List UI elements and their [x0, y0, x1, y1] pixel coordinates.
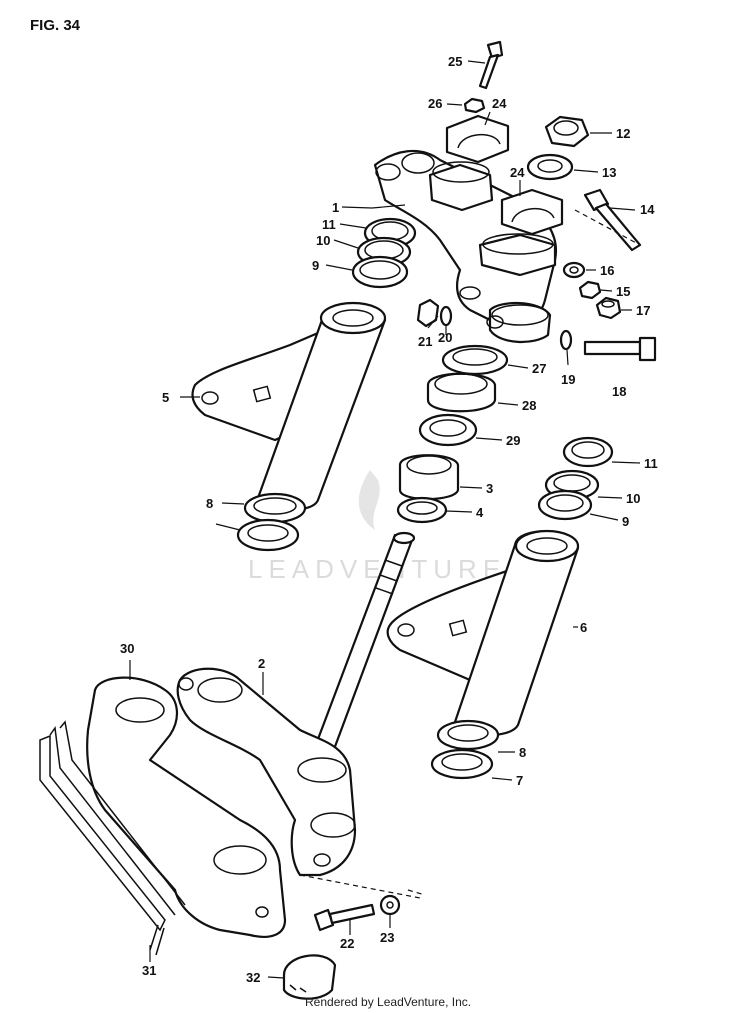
callout-9-right: 9	[622, 514, 629, 529]
ring-9-right[interactable]	[537, 489, 593, 521]
bolt-18[interactable]	[583, 336, 657, 362]
callout-19: 19	[561, 372, 575, 387]
callout-17: 17	[636, 303, 650, 318]
watermark: LEADVENTURE	[248, 470, 506, 584]
bearing-3[interactable]	[398, 454, 460, 500]
handlebar-clamp-lower[interactable]	[500, 188, 564, 236]
callout-24-mid: 24	[510, 165, 525, 180]
callout-20: 20	[438, 330, 452, 345]
callout-12: 12	[616, 126, 630, 141]
callout-29: 29	[506, 433, 520, 448]
alignment-line-14	[574, 209, 641, 246]
nut-21[interactable]	[416, 298, 440, 328]
callout-15: 15	[616, 284, 630, 299]
race-4[interactable]	[396, 496, 448, 524]
guard-31[interactable]	[39, 720, 186, 956]
emblem-32[interactable]	[282, 954, 337, 1000]
callout-30: 30	[120, 641, 134, 656]
lower-bracket-steering-stem[interactable]	[176, 531, 416, 877]
callout-16: 16	[600, 263, 614, 278]
callout-labels: 25 26 24 12 13 24 14 1 11 10 9 16 15 17 …	[120, 54, 658, 985]
credit-text: Rendered by LeadVenture, Inc.	[305, 995, 471, 1009]
callout-10-left: 10	[316, 233, 330, 248]
leader-lines	[129, 60, 641, 979]
ring-7-left[interactable]	[236, 518, 300, 552]
washer-16[interactable]	[562, 261, 586, 279]
callout-8-left: 8	[206, 496, 213, 511]
seal-27[interactable]	[441, 344, 509, 376]
callout-5: 5	[162, 390, 169, 405]
callout-9-left: 9	[312, 258, 319, 273]
handlebar-clamp-upper[interactable]	[445, 114, 510, 164]
figure-title: FIG. 34	[30, 17, 81, 34]
nut-17[interactable]	[595, 296, 622, 320]
callout-27: 27	[532, 361, 546, 376]
ring-8-right[interactable]	[436, 719, 500, 751]
alignment-lines	[299, 874, 426, 899]
ring-8-left[interactable]	[243, 492, 307, 524]
race-29[interactable]	[418, 413, 478, 447]
callout-21: 21	[418, 334, 432, 349]
headlight-bracket-left[interactable]	[191, 301, 387, 512]
ring-11-right[interactable]	[562, 436, 614, 468]
emblem-plate-30[interactable]	[86, 676, 287, 938]
callout-7-right: 7	[516, 773, 523, 788]
callout-8-right: 8	[519, 745, 526, 760]
ring-7-right[interactable]	[430, 748, 494, 780]
callout-32: 32	[246, 970, 260, 985]
callout-26: 26	[428, 96, 442, 111]
callout-2: 2	[258, 656, 265, 671]
washer-23[interactable]	[379, 894, 401, 916]
watermark-text: LEADVENTURE	[248, 554, 506, 584]
bolt-25[interactable]	[478, 40, 504, 90]
callout-11-left: 11	[322, 217, 336, 232]
upper-bracket[interactable]	[373, 149, 558, 344]
callout-28: 28	[522, 398, 536, 413]
bearing-28[interactable]	[426, 372, 497, 413]
bolt-22[interactable]	[313, 903, 376, 932]
callout-14: 14	[640, 202, 655, 217]
nut-12[interactable]	[544, 115, 590, 148]
callout-22: 22	[340, 936, 354, 951]
callout-3: 3	[486, 481, 493, 496]
nut-26[interactable]	[463, 97, 486, 114]
callout-1: 1	[332, 200, 339, 215]
nut-15[interactable]	[578, 280, 602, 300]
callout-4: 4	[476, 505, 484, 520]
callout-31: 31	[142, 963, 156, 978]
washer-20[interactable]	[439, 305, 453, 327]
callout-11-right: 11	[644, 456, 658, 471]
headlight-bracket-right[interactable]	[386, 529, 580, 737]
callout-6: 6	[580, 620, 587, 635]
callout-13: 13	[602, 165, 616, 180]
callout-10-right: 10	[626, 491, 640, 506]
washer-13[interactable]	[526, 153, 574, 181]
callout-18: 18	[612, 384, 626, 399]
callout-25: 25	[448, 54, 462, 69]
washer-19[interactable]	[559, 329, 573, 351]
callout-24-top: 24	[492, 96, 507, 111]
ring-9-left[interactable]	[351, 255, 409, 289]
callout-23: 23	[380, 930, 394, 945]
